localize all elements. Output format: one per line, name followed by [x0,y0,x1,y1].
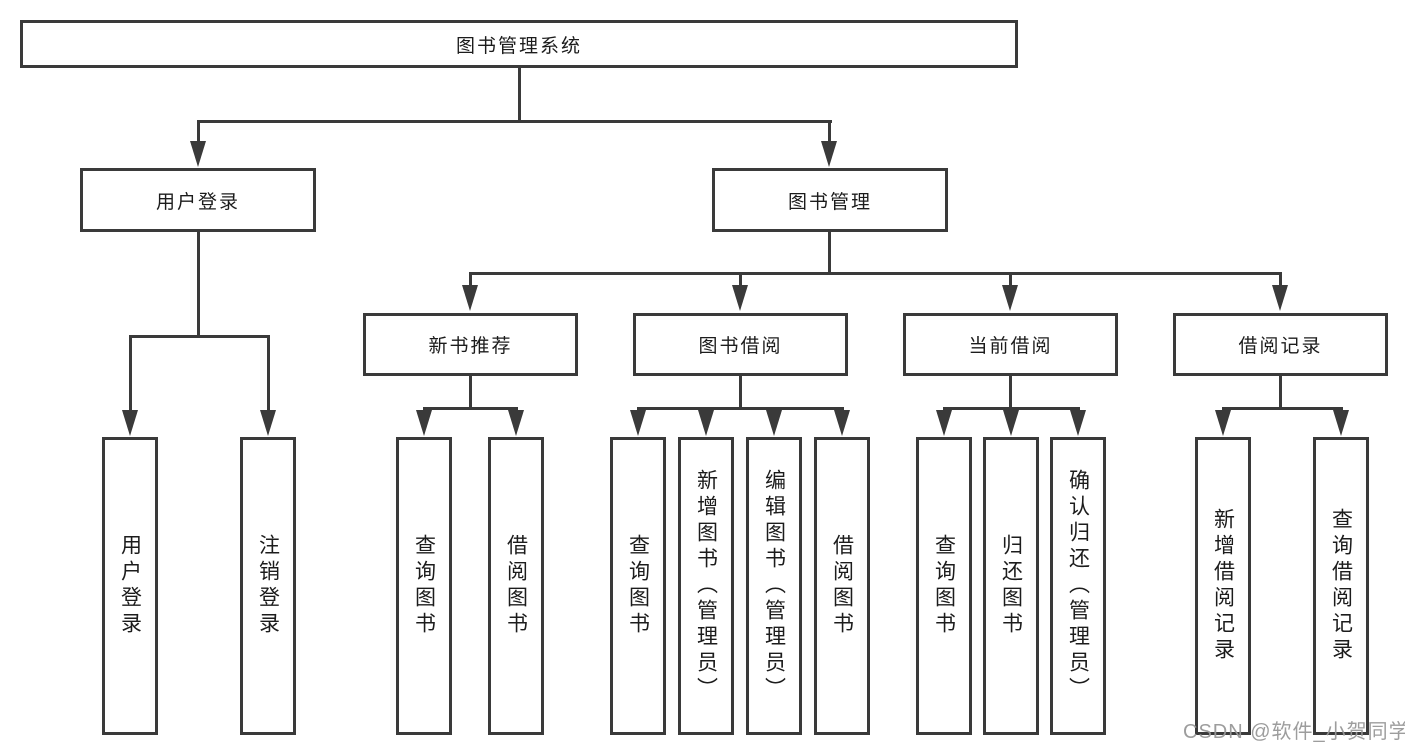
connector-v [943,407,946,412]
node-book-management: 图书管理 [712,168,948,232]
connector-v [1279,376,1282,407]
node-borrowing-records: 借阅记录 [1173,313,1388,376]
connector-v [197,232,200,335]
arrowhead [1003,410,1019,436]
connector-v [841,407,844,412]
arrowhead [1002,285,1018,311]
connector-h [129,335,270,338]
leaf-edit-book-admin: 编辑图书（管理员） [746,437,802,735]
leaf-label: 借阅图书 [830,534,854,638]
connector-v [129,335,132,411]
leaf-label: 查询图书 [412,534,436,638]
leaf-add-book-admin: 新增图书（管理员） [678,437,734,735]
connector-v [739,376,742,407]
leaf-label: 查询图书 [626,534,650,638]
node-user-login: 用户登录 [80,168,316,232]
connector-v [1077,407,1080,412]
node-label: 图书管理系统 [455,35,582,57]
node-label: 用户登录 [155,191,240,213]
node-book-borrowing: 图书借阅 [633,313,848,376]
connector-h [469,272,1282,275]
leaf-borrow-books-borrowing: 借阅图书 [814,437,870,735]
node-label: 借阅记录 [1238,336,1323,357]
connector-v [828,120,831,142]
leaf-label: 归还图书 [999,534,1023,638]
leaf-return-books: 归还图书 [983,437,1039,735]
arrowhead [698,410,714,436]
connector-v [1279,272,1282,286]
node-label: 图书借阅 [698,336,783,357]
arrowhead [766,410,782,436]
node-library-management-system: 图书管理系统 [20,20,1018,68]
connector-v [1222,407,1225,412]
arrowhead [508,410,524,436]
connector-v [1009,376,1012,407]
leaf-user-login: 用户登录 [102,437,158,735]
arrowhead [1215,410,1231,436]
connector-v [197,120,200,142]
node-current-borrowing: 当前借阅 [903,313,1118,376]
connector-v [1009,272,1012,286]
arrowhead [1272,285,1288,311]
connector-v [267,335,270,411]
connector-h [637,407,844,410]
connector-v [637,407,640,412]
connector-h [1222,407,1343,410]
connector-v [1010,407,1013,412]
connector-v [469,376,472,407]
leaf-label: 用户登录 [118,534,142,638]
leaf-label: 查询借阅记录 [1329,508,1353,664]
leaf-query-books-recommend: 查询图书 [396,437,452,735]
node-label: 当前借阅 [968,336,1053,357]
leaf-label: 注销登录 [256,534,280,638]
leaf-logout: 注销登录 [240,437,296,735]
arrowhead [1333,410,1349,436]
csdn-watermark: CSDN @软件_小贺同学 [1183,721,1405,743]
leaf-confirm-return-admin: 确认归还（管理员） [1050,437,1106,735]
arrowhead [834,410,850,436]
arrowhead [190,141,206,167]
leaf-query-books-borrowing: 查询图书 [610,437,666,735]
connector-h [197,120,832,123]
connector-v [1340,407,1343,412]
arrowhead [630,410,646,436]
connector-v [828,232,831,272]
connector-v [773,407,776,412]
connector-v [739,272,742,286]
connector-v [515,407,518,412]
arrowhead [1070,410,1086,436]
node-label: 图书管理 [787,191,872,213]
leaf-label: 编辑图书（管理员） [762,469,786,703]
arrowhead [936,410,952,436]
leaf-borrow-books-recommend: 借阅图书 [488,437,544,735]
connector-v [518,68,521,120]
leaf-label: 新增图书（管理员） [694,469,718,703]
leaf-label: 确认归还（管理员） [1066,469,1090,703]
arrowhead [462,285,478,311]
arrowhead [416,410,432,436]
connector-v [423,407,426,412]
leaf-label: 借阅图书 [504,534,528,638]
node-new-book-recommend: 新书推荐 [363,313,578,376]
leaf-query-borrow-record: 查询借阅记录 [1313,437,1369,735]
arrowhead [260,410,276,436]
connector-h [423,407,518,410]
arrowhead [122,410,138,436]
leaf-add-borrow-record: 新增借阅记录 [1195,437,1251,735]
node-label: 新书推荐 [428,336,513,357]
connector-v [705,407,708,412]
leaf-label: 查询图书 [932,534,956,638]
leaf-query-books-current: 查询图书 [916,437,972,735]
arrowhead [821,141,837,167]
leaf-label: 新增借阅记录 [1211,508,1235,664]
arrowhead [732,285,748,311]
connector-v [469,272,472,286]
